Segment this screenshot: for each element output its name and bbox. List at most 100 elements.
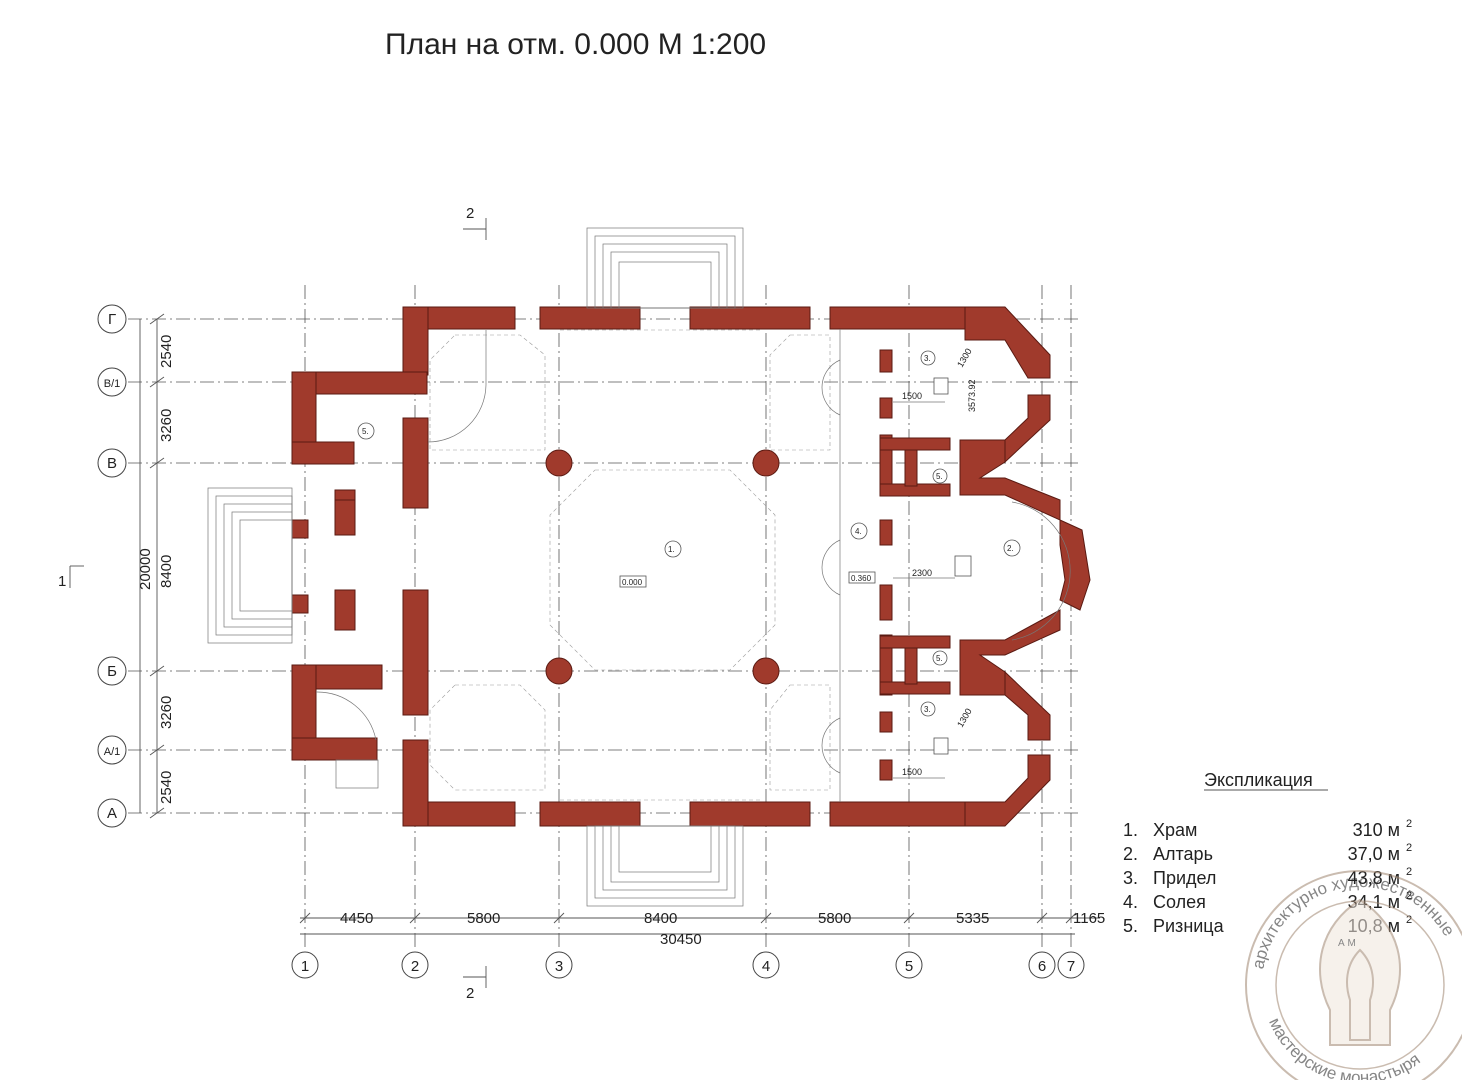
explication: Экспликация	[1204, 770, 1328, 791]
dim-left-total: 20000	[137, 548, 154, 590]
explication-num: 4.	[1123, 892, 1138, 912]
axis-label-col-3: 4	[762, 958, 770, 975]
axis-bubble-row-2: В	[97, 448, 127, 478]
walls	[291, 306, 1091, 827]
explication-num: 1.	[1123, 820, 1138, 840]
axis-label-row-1: В/1	[104, 378, 121, 390]
explication-num: 5.	[1123, 916, 1138, 936]
dim-bottom-2: 5800	[467, 910, 500, 927]
stamp-letters: А М	[1338, 938, 1356, 949]
explication-title: Экспликация	[1204, 770, 1313, 790]
explication-area: 310 м	[1353, 820, 1400, 840]
dim-tick-bottom-5	[1036, 912, 1048, 924]
axis-label-col-0: 1	[301, 958, 309, 975]
dim-left-4: 3260	[158, 696, 175, 729]
axis-bubble-col-1: 2	[401, 951, 429, 979]
left-dimensions: 2540 3260 8400 3260 2540 20000	[137, 335, 175, 804]
dimension-lines	[139, 319, 1100, 935]
axis-label-col-2: 3	[555, 958, 563, 975]
explication-area: 43,8 м	[1348, 868, 1400, 888]
inner-dimensions: 1500 1500 1300 1300 3573.92 2300	[893, 347, 977, 779]
explication-area: 37,0 м	[1348, 844, 1400, 864]
dim-bottom-5: 5335	[956, 910, 989, 927]
explication-num: 3.	[1123, 868, 1138, 888]
dimension-ticks	[149, 313, 1077, 924]
explication-area-superscript: 2	[1406, 842, 1412, 854]
inner-dim-3573: 3573.92	[967, 379, 977, 412]
explication-area-superscript: 2	[1406, 914, 1412, 926]
dim-left-5: 2540	[158, 771, 175, 804]
room-mark-5c: 5.	[936, 654, 943, 663]
axis-bubble-row-4: А/1	[97, 735, 127, 765]
dim-bottom-1: 4450	[340, 910, 373, 927]
axis-label-col-6: 7	[1067, 958, 1075, 975]
dim-tick-left-0	[149, 313, 165, 325]
axis-bubble-row-3: Б	[97, 656, 127, 686]
room-mark-3a: 3.	[924, 354, 931, 363]
explication-name: Храм	[1153, 820, 1197, 840]
room-marks: 1. 2. 3. 3. 4. 5. 5. 5.	[357, 350, 1021, 717]
dim-tick-left-3	[149, 665, 165, 677]
bottom-dimensions: 4450 5800 8400 5800 5335 1165 30450	[340, 910, 1105, 948]
dim-tick-bottom-2	[553, 912, 565, 924]
dim-tick-bottom-6	[1065, 912, 1077, 924]
vault-outlines	[429, 329, 831, 801]
explication-row-1: 1. Храм 310 м 2	[1123, 818, 1412, 840]
axis-bubble-col-6: 7	[1057, 951, 1085, 979]
axis-bubble-col-3: 4	[752, 951, 780, 979]
explication-name: Алтарь	[1153, 844, 1213, 864]
porches	[207, 227, 1071, 907]
explication-num: 2.	[1123, 844, 1138, 864]
axis-bubble-row-0: Г	[97, 304, 127, 334]
section-marks: 2 2 1	[58, 205, 487, 1002]
inner-dim-1300a: 1300	[955, 347, 974, 369]
dim-tick-bottom-1	[409, 912, 421, 924]
explication-name: Ризница	[1153, 916, 1225, 936]
axis-label-row-2: В	[107, 455, 117, 472]
dim-tick-bottom-4	[903, 912, 915, 924]
inner-dim-2300: 2300	[912, 568, 932, 578]
inner-dim-1500b: 1500	[902, 767, 922, 777]
axis-bubble-col-5: 6	[1028, 951, 1056, 979]
dim-left-2: 3260	[158, 409, 175, 442]
section-mark-bottom: 2	[466, 985, 474, 1002]
axis-bubble-row-1: В/1	[97, 367, 127, 397]
dim-tick-bottom-0	[299, 912, 311, 924]
dim-tick-left-4	[149, 744, 165, 756]
dim-tick-left-5	[149, 807, 165, 819]
axis-bubble-col-0: 1	[291, 951, 319, 979]
axis-label-row-0: Г	[108, 311, 116, 328]
vertical-axis-bubbles: 1 2 3 4 5 6 7	[291, 951, 1085, 979]
explication-area-superscript: 2	[1406, 866, 1412, 878]
axis-bubble-row-5: А	[97, 798, 127, 828]
room-mark-1: 1.	[668, 545, 675, 554]
explication-name: Солея	[1153, 892, 1206, 912]
room-mark-5b: 5.	[936, 472, 943, 481]
axis-label-col-4: 5	[905, 958, 913, 975]
inner-dim-1300b: 1300	[955, 707, 974, 729]
room-mark-3b: 3.	[924, 705, 931, 714]
dim-tick-bottom-3	[760, 912, 772, 924]
room-mark-5a: 5.	[362, 427, 369, 436]
dim-tick-left-1	[149, 376, 165, 388]
explication-area-superscript: 2	[1406, 890, 1412, 902]
room-mark-4: 4.	[855, 527, 862, 536]
dim-tick-left-2	[149, 457, 165, 469]
section-mark-left: 1	[58, 573, 66, 590]
section-mark-top: 2	[466, 205, 474, 222]
level-marks: 0.000 0.360	[619, 571, 876, 588]
axis-label-row-5: А	[107, 805, 117, 822]
level-solea: 0.360	[851, 574, 872, 583]
dim-bottom-6: 1165	[1073, 910, 1105, 927]
horizontal-axis-bubbles: Г В/1В Б А/1А	[97, 304, 127, 828]
axis-label-row-3: Б	[107, 663, 117, 680]
explication-rows: 1. Храм 310 м 2 2. Алтарь 37,0 м 2 3. Придел 43,8 …	[1123, 818, 1412, 936]
vertical-axis-lines	[304, 285, 1072, 950]
explication-name: Придел	[1153, 868, 1216, 888]
explication-row-3: 3. Придел 43,8 м 2	[1123, 866, 1412, 888]
axis-label-col-5: 6	[1038, 958, 1046, 975]
explication-area-superscript: 2	[1406, 818, 1412, 830]
axis-label-col-1: 2	[411, 958, 419, 975]
drawing-title: План на отм. 0.000 М 1:200	[385, 28, 766, 61]
